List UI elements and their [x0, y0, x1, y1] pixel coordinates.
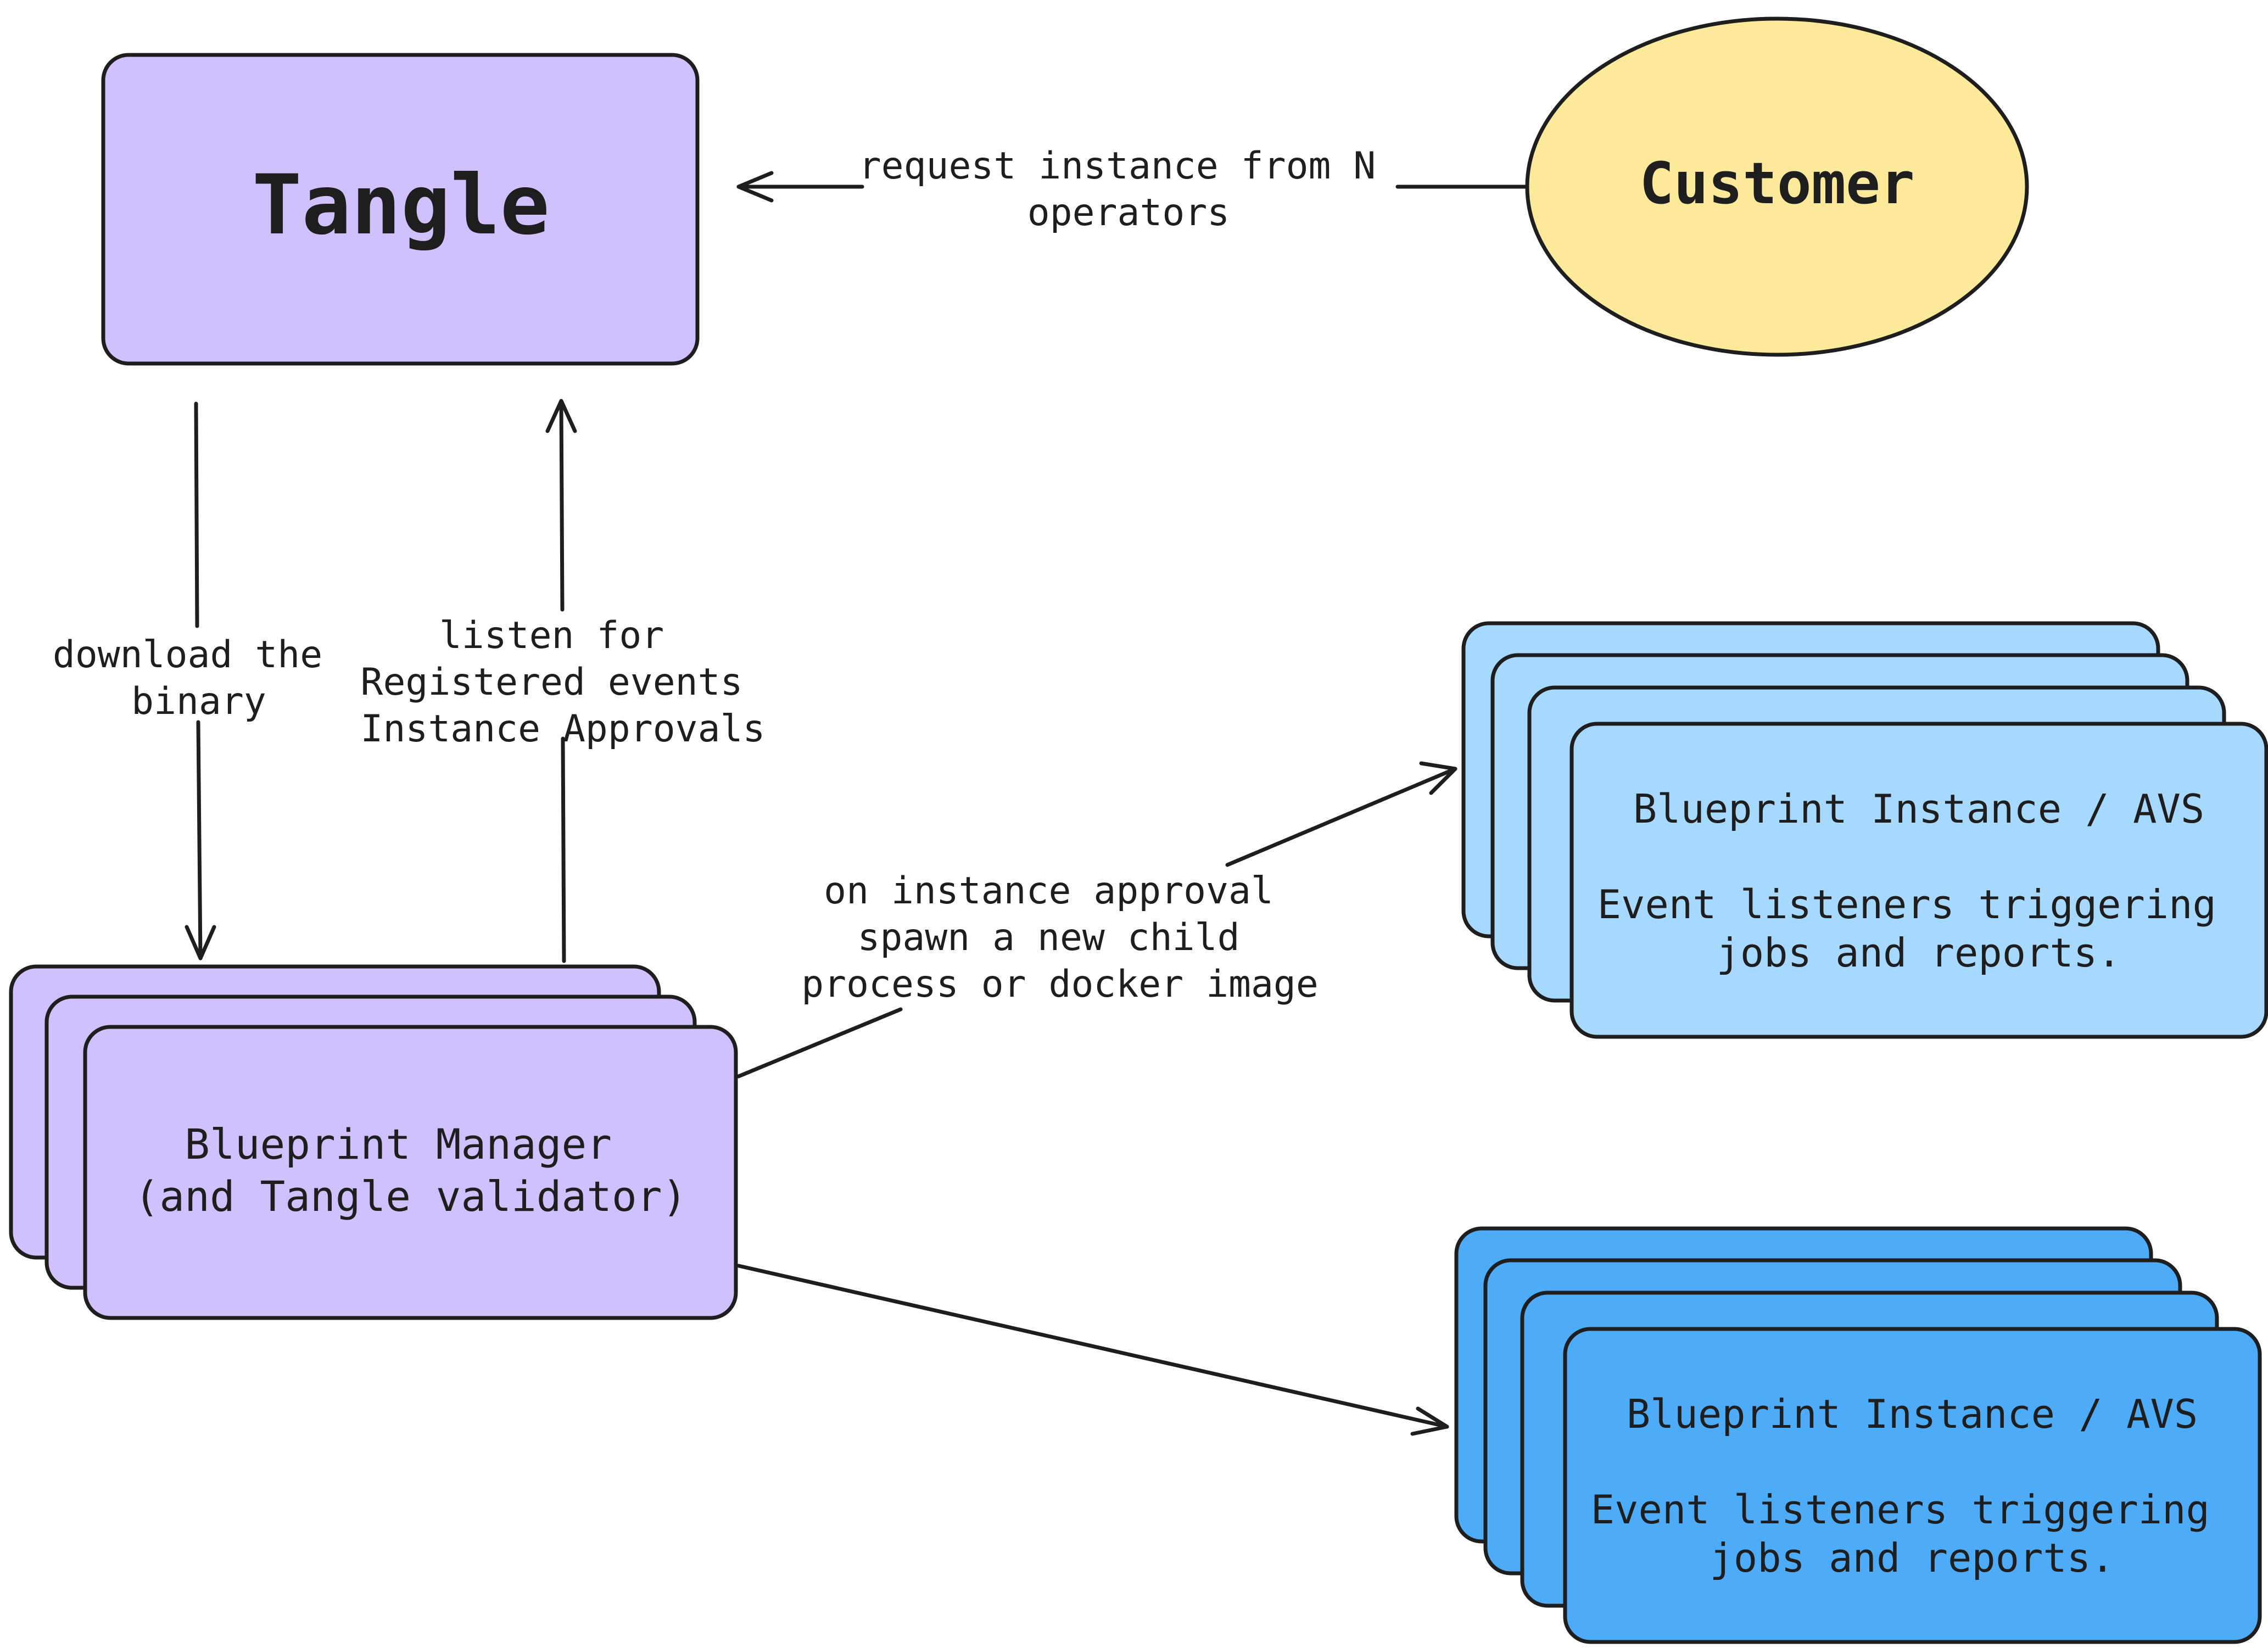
tangle-box	[101, 53, 700, 366]
request-label: request instance from N operators	[859, 144, 1399, 234]
instance-1-title: Blueprint Instance / AVS	[1633, 786, 2204, 832]
instance-1-description: Event listeners triggering jobs and repo…	[1597, 881, 2240, 976]
edge-labels: request instance from N operators downlo…	[53, 144, 1399, 1006]
edges	[185, 171, 1529, 1436]
spawn-label: on instance approval spawn a new child p…	[801, 869, 1319, 1006]
download-label: download the binary	[53, 633, 345, 723]
instance-2-box	[1563, 1327, 2262, 1644]
customer-node: Customer	[1525, 16, 2029, 357]
tangle-label: Tangle	[252, 158, 550, 253]
arrowhead-up-right-icon	[1419, 761, 1457, 795]
manager-label: Blueprint Manager (and Tangle validator)	[135, 1120, 688, 1221]
instance-1-box	[1569, 722, 2268, 1039]
edge-listen-events	[545, 399, 577, 963]
tangle-node: Tangle	[101, 53, 700, 366]
arrowhead-right-icon	[1410, 1406, 1449, 1436]
manager-node: Blueprint Manager (and Tangle validator)	[9, 964, 738, 1320]
edge-request-instance	[736, 171, 1529, 203]
customer-ellipse	[1525, 16, 2029, 357]
customer-label: Customer	[1640, 150, 1915, 217]
edge-manager-to-instance-2	[736, 1264, 1449, 1436]
edge-download-binary	[185, 401, 216, 960]
arrowhead-up-icon	[545, 399, 577, 433]
instance-group-2: Blueprint Instance / AVS Event listeners…	[1454, 1226, 2262, 1644]
instance-2-description: Event listeners triggering jobs and repo…	[1591, 1487, 2233, 1581]
arrowhead-left-icon	[736, 171, 774, 203]
edge-spawn-instance	[736, 761, 1457, 1079]
instance-2-title: Blueprint Instance / AVS	[1627, 1391, 2198, 1437]
arrowhead-down-icon	[185, 925, 216, 960]
manager-box	[83, 1025, 738, 1320]
listen-label: listen for Registered events Instance Ap…	[361, 614, 766, 751]
instance-group-1: Blueprint Instance / AVS Event listeners…	[1461, 621, 2268, 1039]
